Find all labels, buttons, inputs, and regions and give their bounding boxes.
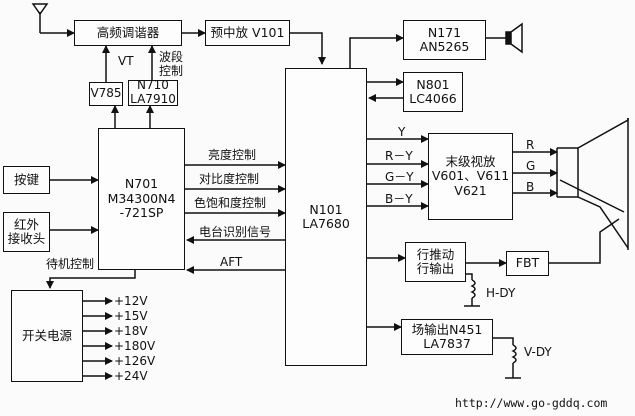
contrast-signal-label: 对比度控制 — [199, 172, 260, 186]
crt-picture-tube — [556, 118, 629, 250]
saturation-signal-label: 色饱和度控制 — [194, 196, 267, 210]
ir-line-2: 接收头 — [7, 231, 46, 246]
antenna-icon — [31, 3, 49, 33]
band-control-line-2: 控制 — [159, 63, 184, 78]
n710-line-2: LA7910 — [130, 92, 176, 106]
b-output-label: B — [526, 180, 535, 194]
video-out-line-3: V621 — [454, 182, 487, 198]
n171-box: N171 AN5265 — [403, 20, 486, 60]
band-control-label: 波段 控制 — [159, 50, 184, 79]
speaker-icon — [486, 22, 523, 54]
h-dy-label: H-DY — [486, 286, 516, 300]
v-out-line-2: LA7837 — [423, 336, 471, 351]
video-output-box: 末级视放 V601、V611 V621 — [428, 133, 513, 220]
power-supply-label: 开关电源 — [21, 327, 72, 343]
keys-label: 按键 — [13, 171, 39, 187]
vt-label: VT — [118, 54, 134, 68]
r-y-signal-label: R－Y — [385, 149, 413, 163]
v-out-line-1: 场输出N451 — [411, 321, 483, 337]
keys-box: 按键 — [3, 166, 50, 194]
ir-line-1: 红外 — [13, 216, 39, 232]
v-dy-label: V-DY — [524, 345, 552, 359]
power-output-4: +180V — [114, 339, 156, 353]
pre-if-box: 预中放 V101 — [205, 20, 290, 46]
n701-line-3: -721SP — [119, 205, 164, 221]
h-drive-line-2: 行输出 — [416, 261, 455, 276]
rf-tuner-label: 高频调谐器 — [96, 24, 160, 40]
n710-box: N710 LA7910 — [128, 78, 178, 106]
aft-signal-label: AFT — [220, 255, 243, 269]
v-output-box: 场输出N451 LA7837 — [401, 319, 493, 355]
n801-line-1: N801 — [416, 76, 450, 92]
n171-line-2: AN5265 — [419, 39, 470, 54]
video-out-line-1: 末级视放 — [445, 153, 496, 169]
n710-line-1: N710 — [137, 78, 169, 93]
h-drive-line-1: 行推动 — [416, 246, 455, 262]
power-output-3: +18V — [114, 324, 148, 338]
power-output-2: +15V — [114, 309, 148, 323]
fbt-label: FBT — [515, 255, 540, 271]
n101-line-1: N101 — [309, 201, 343, 217]
n701-line-1: N701 — [124, 176, 159, 192]
n801-line-2: LC4066 — [409, 91, 457, 106]
g-y-signal-label: G－Y — [385, 170, 414, 184]
r-output-label: R — [526, 138, 535, 152]
brightness-signal-label: 亮度控制 — [208, 148, 257, 162]
rf-tuner-box: 高频调谐器 — [74, 20, 182, 46]
n801-box: N801 LC4066 — [403, 72, 463, 112]
power-output-6: +24V — [114, 369, 148, 383]
g-output-label: G — [526, 159, 536, 173]
v785-label: V785 — [90, 86, 122, 101]
b-y-signal-label: B－Y — [385, 192, 413, 206]
fbt-box: FBT — [506, 251, 549, 276]
n101-box: N101 LA7680 — [285, 68, 367, 366]
standby-label: 待机控制 — [46, 257, 95, 271]
station-id-signal-label: 电台识别信号 — [199, 225, 272, 239]
n701-line-2: M34300N4 — [107, 190, 176, 206]
band-control-line-1: 波段 — [159, 50, 184, 64]
y-signal-label: Y — [398, 125, 406, 139]
power-output-1: +12V — [114, 294, 148, 308]
n171-line-1: N171 — [427, 24, 462, 40]
pre-if-label: 预中放 V101 — [210, 24, 285, 40]
watermark-url: http://www.go-gddq.com — [455, 396, 608, 410]
video-out-line-2: V601、V611 — [431, 168, 510, 184]
n701-box: N701 M34300N4 -721SP — [98, 128, 185, 270]
power-supply-box: 开关电源 — [11, 290, 83, 382]
ir-receiver-box: 红外 接收头 — [3, 212, 50, 252]
h-drive-box: 行推动 行输出 — [405, 242, 466, 282]
n101-line-2: LA7680 — [302, 216, 350, 231]
power-output-5: +126V — [114, 354, 156, 368]
v785-box: V785 — [89, 82, 123, 106]
